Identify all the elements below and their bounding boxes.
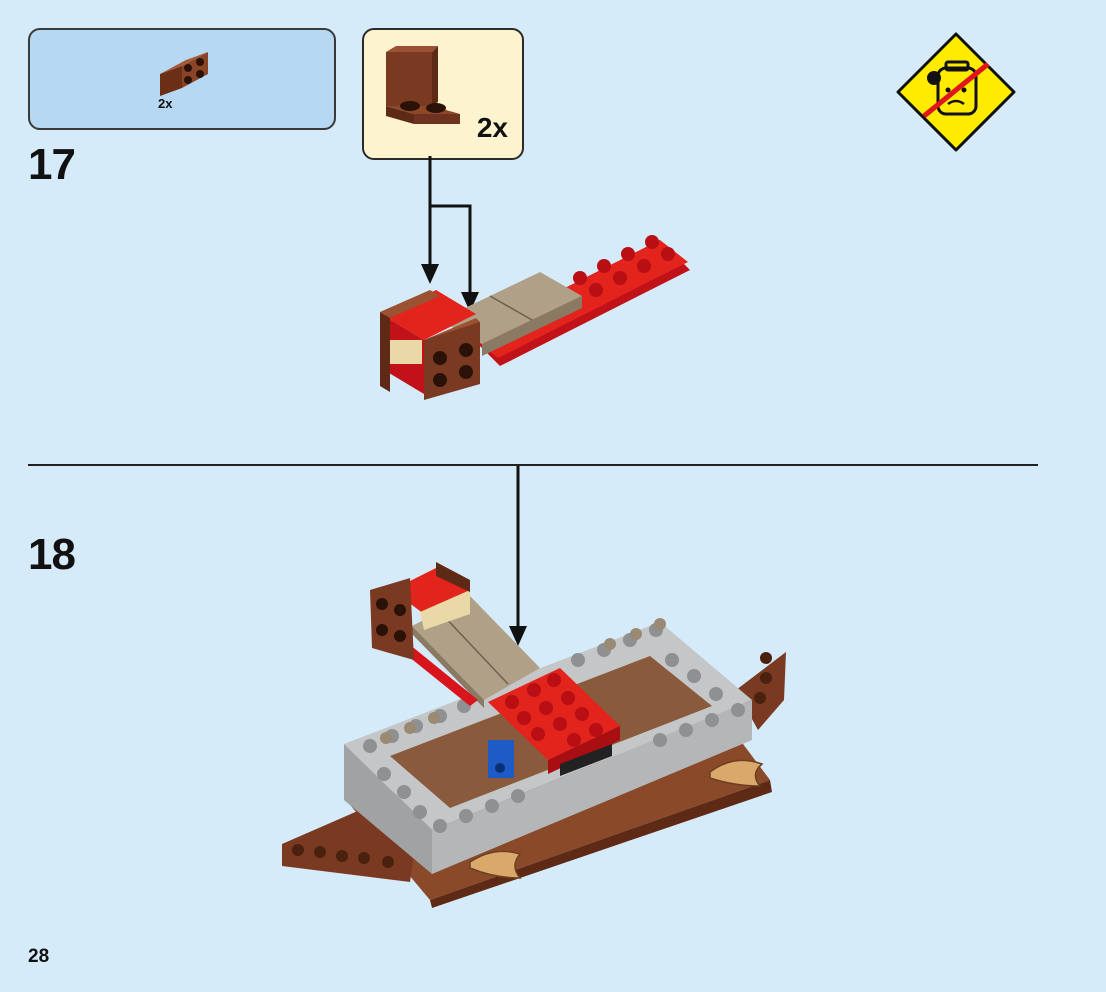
no-choking-warning-icon (896, 32, 1016, 152)
step-number-17: 17 (28, 140, 76, 189)
bracket-piece-icon (160, 52, 208, 96)
step-divider (28, 464, 1038, 466)
parts-list-box: 2x (28, 28, 336, 130)
callout-quantity: 2x (476, 112, 508, 143)
page-number: 28 (28, 946, 50, 967)
bracket-piece-large-icon (386, 46, 460, 124)
sub-step-callout: 2x (362, 28, 524, 160)
step-number-18: 18 (28, 530, 76, 579)
step17-model-drawing (380, 156, 690, 400)
parts-quantity: 2x (158, 96, 173, 111)
